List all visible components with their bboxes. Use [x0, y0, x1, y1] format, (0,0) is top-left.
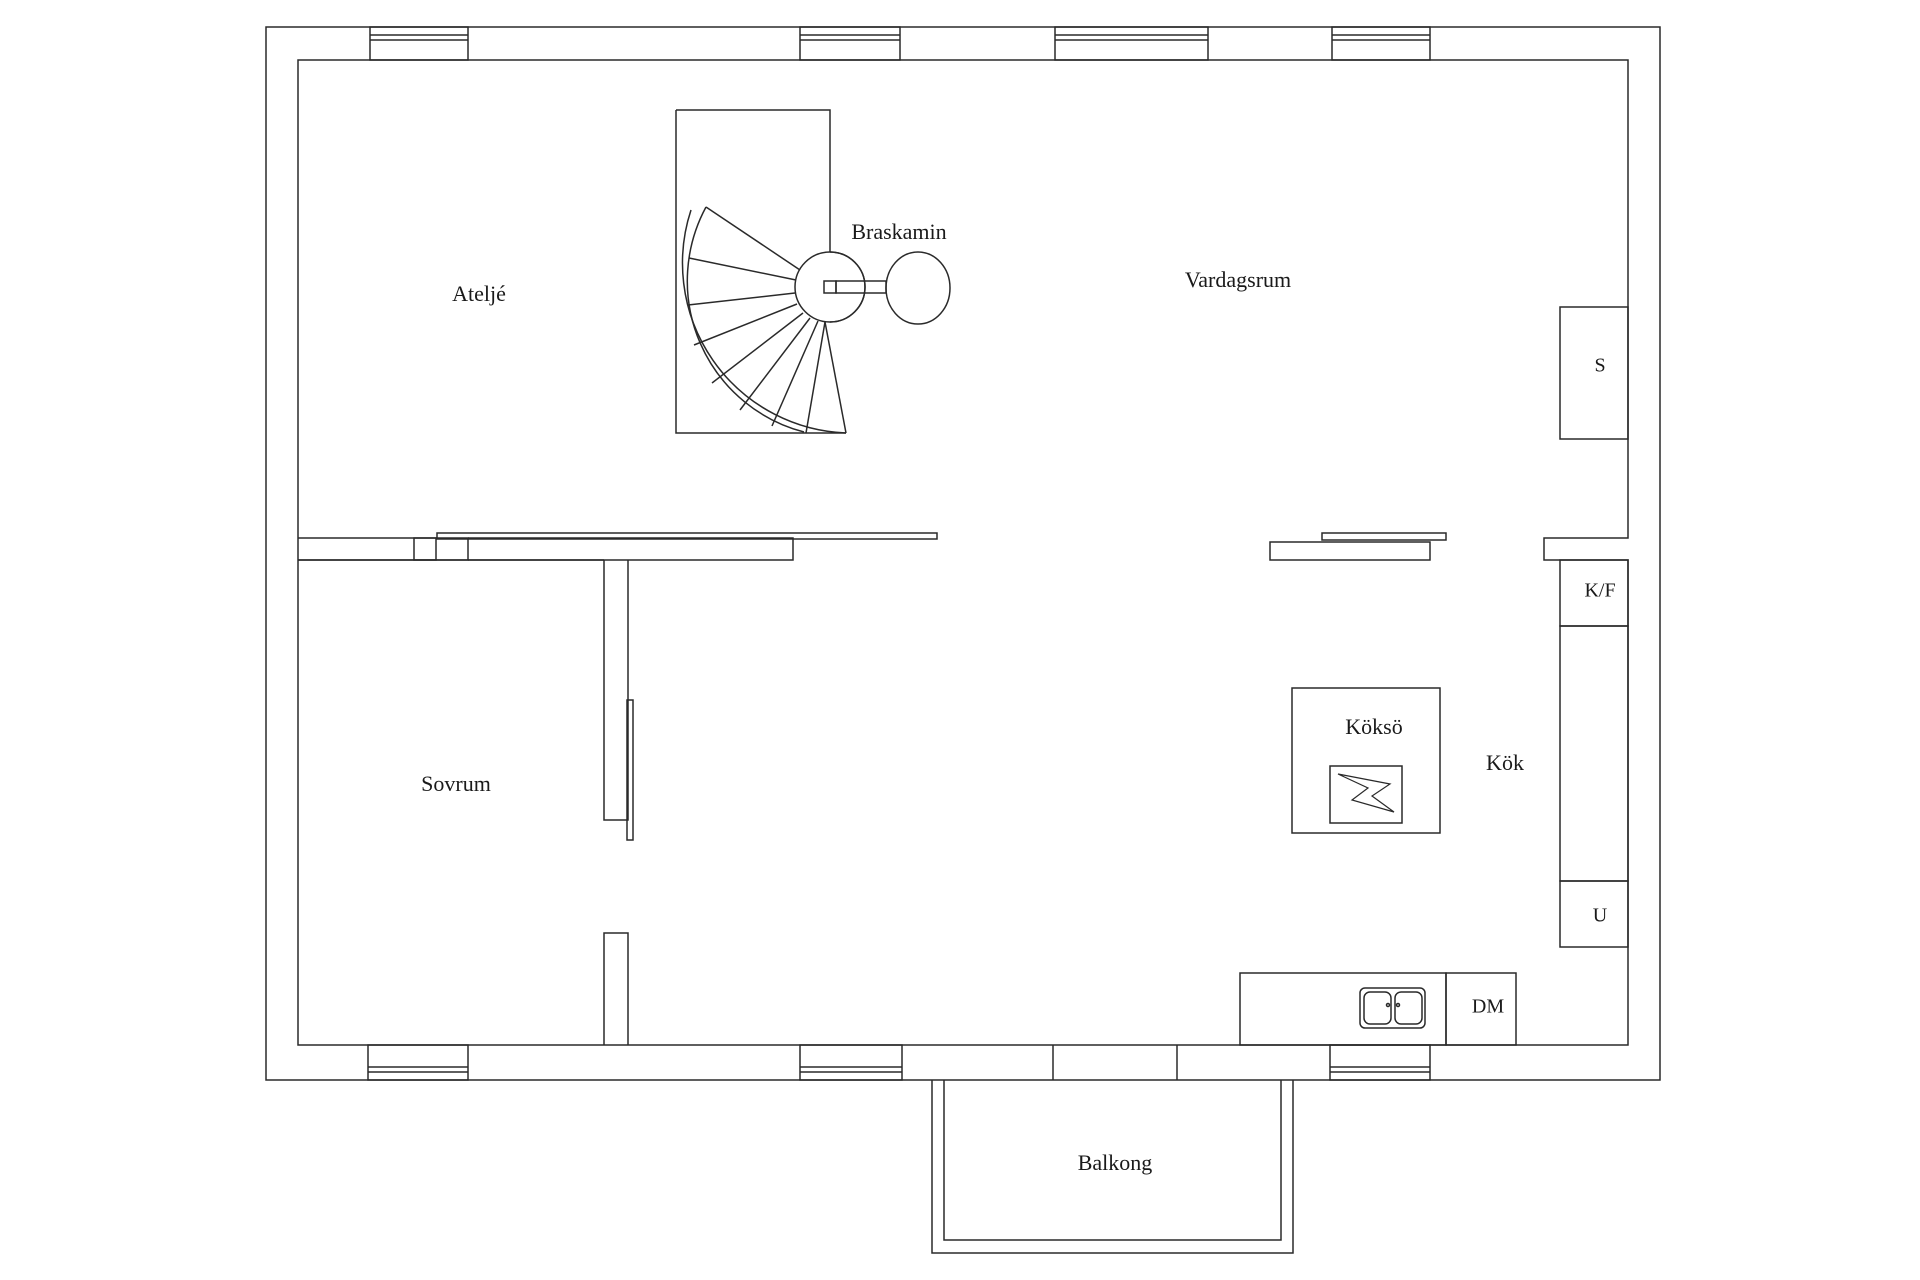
balcony-opening — [1052, 1045, 1178, 1080]
room-label-braskamin: Braskamin — [851, 219, 947, 244]
fixture-label-kf: K/F — [1584, 579, 1616, 602]
kitchen-island — [1291, 687, 1441, 834]
window-bottom-2 — [799, 1044, 903, 1081]
sink-icon — [1359, 987, 1426, 1029]
room-label-sovrum: Sovrum — [421, 771, 491, 796]
window-bottom-1 — [367, 1044, 469, 1081]
window-top-3 — [1054, 26, 1209, 61]
interior-wall-atelje-sovrum — [298, 532, 938, 561]
fixture-u — [1559, 880, 1629, 948]
balcony — [931, 1080, 1294, 1254]
window-top-2 — [799, 26, 901, 61]
counter-bottom — [1239, 972, 1517, 1046]
interior-wall-right — [1269, 532, 1447, 561]
fixture-label-dm: DM — [1471, 995, 1505, 1018]
room-label-balkong: Balkong — [1077, 1150, 1153, 1175]
window-top-1 — [369, 26, 469, 61]
room-label-atelje: Ateljé — [452, 281, 506, 306]
window-top-4 — [1331, 26, 1431, 61]
room-label-koksö: Köksö — [1345, 714, 1403, 739]
counter-right — [1559, 625, 1629, 882]
fixture-label-s: S — [1594, 354, 1606, 377]
fireplace — [835, 251, 951, 325]
exterior-wall — [265, 26, 1661, 1081]
fixture-s — [1559, 306, 1629, 440]
room-label-vardagsrum: Vardagsrum — [1184, 267, 1292, 292]
fixture-label-u: U — [1592, 904, 1608, 927]
sovrum-walls — [298, 559, 634, 1045]
room-label-kok: Kök — [1486, 750, 1524, 775]
staircase — [675, 109, 866, 434]
window-bottom-3 — [1329, 1044, 1431, 1081]
